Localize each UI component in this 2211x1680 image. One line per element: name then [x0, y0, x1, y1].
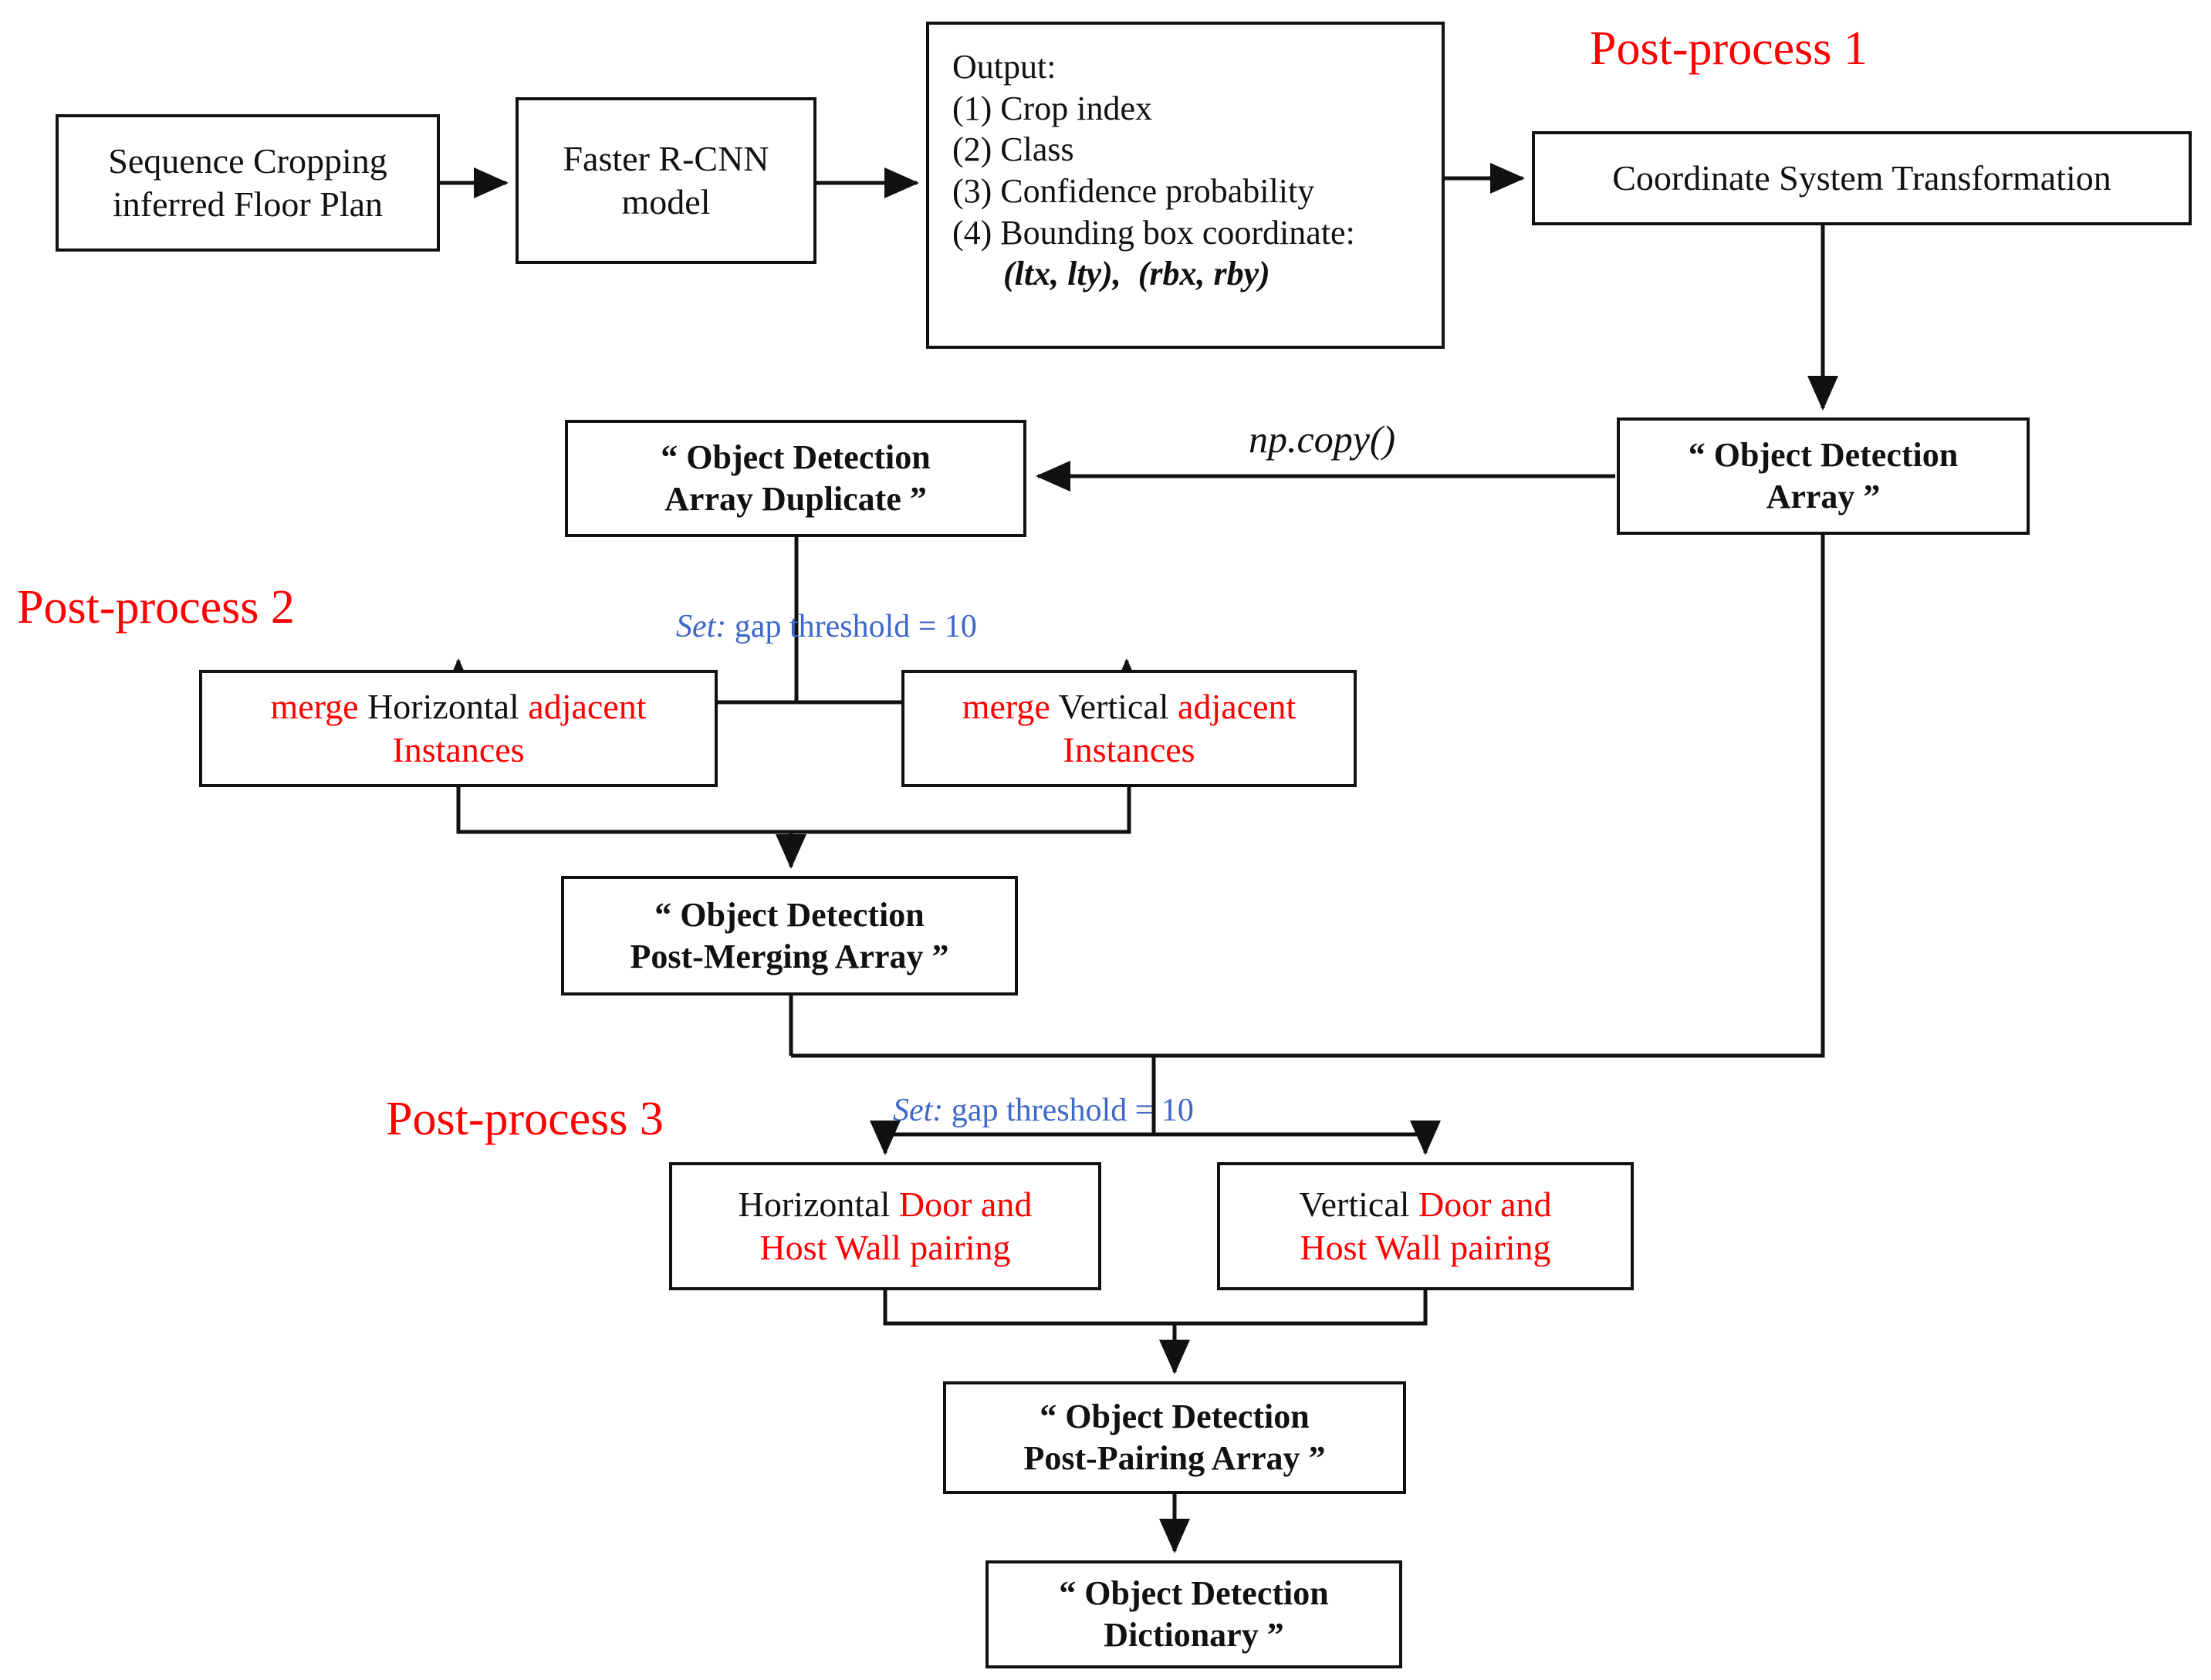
node-line: “ Object Detection [654, 895, 925, 934]
node-line: inferred Floor Plan [112, 184, 384, 224]
output-bounding-box-coords: (ltx, lty), (rbx, rby) [1003, 255, 1270, 293]
word-merge: merge [962, 686, 1050, 726]
node-merge-vertical-adjacent-instances[interactable]: merge Vertical adjacent Instances [901, 670, 1357, 787]
node-sequence-cropping[interactable]: Sequence Cropping inferred Floor Plan [56, 114, 440, 252]
node-line: Faster R-CNN [563, 138, 769, 178]
gap-threshold-label-merge: Set: gap threshold = 10 [676, 608, 977, 645]
node-faster-rcnn-model[interactable]: Faster R-CNN model [516, 97, 816, 264]
node-line: Host Wall pairing [1300, 1228, 1551, 1267]
node-line: Instances [1063, 730, 1195, 769]
node-coordinate-system-transformation[interactable]: Coordinate System Transformation [1532, 131, 2192, 225]
post-process-3-label: Post-process 3 [386, 1093, 664, 1145]
node-object-detection-post-merging-array[interactable]: “ Object Detection Post-Merging Array ” [561, 876, 1018, 995]
word-merge: merge [270, 686, 359, 726]
word-adjacent: adjacent [1178, 686, 1297, 726]
node-line: merge Vertical adjacent [962, 685, 1297, 728]
post-process-2-label: Post-process 2 [17, 581, 295, 634]
edge-pairs-join [883, 1290, 1428, 1326]
node-horizontal-door-host-wall-pairing[interactable]: Horizontal Door and Host Wall pairing [669, 1162, 1101, 1290]
output-item-1: (1) Crop index [952, 89, 1153, 127]
gap-threshold-set-word: Set: [676, 609, 727, 644]
output-item-4: (4) Bounding box coordinate: [952, 213, 1355, 252]
node-output-list[interactable]: Output: (1) Crop index (2) Class (3) Con… [926, 22, 1445, 349]
post-process-1-label: Post-process 1 [1590, 22, 1868, 75]
node-object-detection-post-pairing-array[interactable]: “ Object Detection Post-Pairing Array ” [943, 1381, 1406, 1494]
node-line: Post-Pairing Array ” [1023, 1439, 1326, 1477]
node-line: Instances [392, 730, 525, 769]
word-door-and: Door and [1418, 1184, 1552, 1224]
node-merge-horizontal-adjacent-instances[interactable]: merge Horizontal adjacent Instances [199, 670, 718, 787]
node-object-detection-array-duplicate[interactable]: “ Object Detection Array Duplicate ” [565, 420, 1026, 537]
node-line: “ Object Detection [1059, 1574, 1329, 1613]
edge-merges-join [456, 787, 1131, 834]
node-line: “ Object Detection [1688, 436, 1959, 475]
np-copy-edge-label: np.copy() [1249, 417, 1396, 461]
node-vertical-door-host-wall-pairing[interactable]: Vertical Door and Host Wall pairing [1217, 1162, 1634, 1290]
node-line: Post-Merging Array ” [630, 937, 949, 975]
node-line: Sequence Cropping [108, 140, 387, 181]
output-item-2: (2) Class [952, 130, 1074, 169]
node-line: “ Object Detection [1040, 1398, 1310, 1436]
node-line: Array ” [1766, 478, 1881, 515]
word-orientation: Vertical [1058, 686, 1169, 726]
node-line: “ Object Detection [661, 438, 931, 477]
output-item-3: (3) Confidence probability [952, 172, 1315, 211]
node-line: model [621, 182, 711, 221]
node-line: Horizontal Door and [739, 1183, 1033, 1226]
gap-threshold-value: gap threshold = 10 [726, 609, 977, 644]
gap-threshold-label-pairing: Set: gap threshold = 10 [893, 1092, 1194, 1129]
word-orientation: Horizontal [367, 686, 519, 726]
word-door-and: Door and [898, 1184, 1033, 1224]
node-line: Dictionary ” [1104, 1616, 1284, 1654]
node-line: Coordinate System Transformation [1612, 157, 2111, 198]
node-line: Array Duplicate ” [664, 480, 927, 518]
node-object-detection-dictionary[interactable]: “ Object Detection Dictionary ” [985, 1560, 1402, 1668]
gap-threshold-value: gap threshold = 10 [943, 1093, 1194, 1128]
output-heading: Output: [952, 48, 1056, 86]
node-line: Vertical Door and [1300, 1183, 1552, 1226]
word-adjacent: adjacent [528, 686, 647, 726]
node-object-detection-array[interactable]: “ Object Detection Array ” [1617, 417, 2030, 535]
node-line: Host Wall pairing [759, 1228, 1011, 1267]
word-orientation: Horizontal [738, 1184, 891, 1224]
gap-threshold-set-word: Set: [893, 1093, 944, 1128]
word-orientation: Vertical [1299, 1184, 1410, 1224]
node-line: merge Horizontal adjacent [270, 685, 646, 728]
